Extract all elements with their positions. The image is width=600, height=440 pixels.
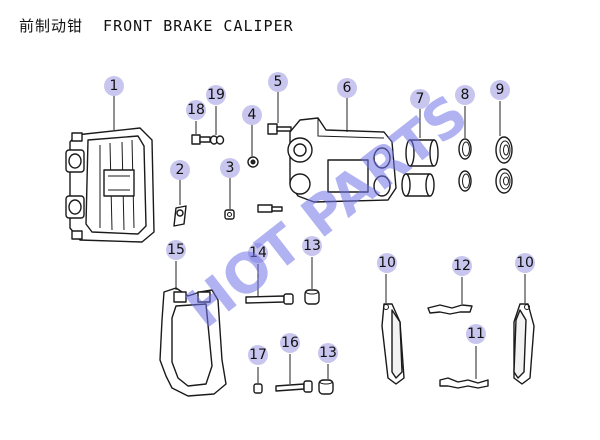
- callout-17[interactable]: 17: [248, 345, 268, 365]
- part-3-nut[interactable]: [224, 209, 235, 220]
- svg-text:1: 1: [110, 78, 119, 94]
- part-13-bushing-upper[interactable]: [304, 289, 320, 305]
- part-12-anti-rattle-clip[interactable]: [427, 304, 473, 315]
- callout-19[interactable]: 19: [206, 85, 226, 105]
- part-5-bolt[interactable]: [267, 123, 292, 135]
- part-7-pistons[interactable]: [401, 139, 439, 197]
- svg-text:11: 11: [467, 326, 485, 342]
- svg-text:3: 3: [226, 160, 235, 176]
- callout-5[interactable]: 5: [268, 72, 288, 92]
- callout-10-left[interactable]: 10: [377, 253, 397, 273]
- svg-text:19: 19: [207, 87, 225, 103]
- callout-16[interactable]: 16: [280, 333, 300, 353]
- callout-2[interactable]: 2: [170, 160, 190, 180]
- callout-4[interactable]: 4: [242, 105, 262, 125]
- svg-text:4: 4: [248, 107, 257, 123]
- svg-text:16: 16: [281, 335, 299, 351]
- part-17-cap[interactable]: [253, 383, 263, 394]
- part-16-pin[interactable]: [275, 380, 313, 393]
- svg-text:2: 2: [176, 162, 185, 178]
- callout-12[interactable]: 12: [452, 256, 472, 276]
- part-18-bleeder-screw[interactable]: [191, 134, 211, 145]
- svg-text:8: 8: [461, 87, 470, 103]
- part-19-bleeder-cap[interactable]: [209, 135, 225, 145]
- part-4-washer[interactable]: [247, 156, 259, 168]
- svg-text:17: 17: [249, 347, 267, 363]
- part-10-brake-pad-right[interactable]: [513, 303, 535, 385]
- callout-11[interactable]: 11: [466, 324, 486, 344]
- callout-15[interactable]: 15: [166, 240, 186, 260]
- svg-text:12: 12: [453, 258, 471, 274]
- svg-text:10: 10: [378, 255, 396, 271]
- page-title: 前制动钳 FRONT BRAKE CALIPER: [19, 17, 294, 35]
- part-10-brake-pad-left[interactable]: [381, 303, 405, 385]
- svg-text:14: 14: [249, 245, 267, 261]
- part-2-guide-bushing[interactable]: [173, 205, 187, 227]
- part-9-dust-boots[interactable]: [495, 136, 513, 194]
- leader-lines: [113, 92, 526, 384]
- callout-9[interactable]: 9: [490, 80, 510, 100]
- svg-text:15: 15: [167, 242, 185, 258]
- svg-text:13: 13: [303, 238, 321, 254]
- svg-text:10: 10: [516, 255, 534, 271]
- callout-3[interactable]: 3: [220, 158, 240, 178]
- part-14-guide-pin[interactable]: [245, 293, 294, 305]
- part-6-caliper-housing[interactable]: [257, 117, 397, 213]
- part-15-caliper-bracket[interactable]: [159, 287, 227, 397]
- callout-8[interactable]: 8: [455, 85, 475, 105]
- callout-13-lower[interactable]: 13: [318, 343, 338, 363]
- callout-14[interactable]: 14: [248, 243, 268, 263]
- svg-text:13: 13: [319, 345, 337, 361]
- part-1-caliper-assembly[interactable]: [65, 127, 155, 243]
- callout-10-right[interactable]: 10: [515, 253, 535, 273]
- svg-text:9: 9: [496, 82, 505, 98]
- svg-text:5: 5: [274, 74, 283, 90]
- svg-text:7: 7: [416, 91, 425, 107]
- svg-text:18: 18: [187, 102, 205, 118]
- callout-18[interactable]: 18: [186, 100, 206, 120]
- part-11-anti-rattle-clip[interactable]: [439, 377, 489, 389]
- part-13-bushing-lower[interactable]: [318, 379, 334, 395]
- callout-1[interactable]: 1: [104, 76, 124, 96]
- callout-7[interactable]: 7: [410, 89, 430, 109]
- part-8-piston-seals[interactable]: [458, 138, 472, 192]
- watermark: HOT PARTS: [174, 82, 479, 340]
- svg-text:6: 6: [343, 80, 352, 96]
- callout-6[interactable]: 6: [337, 78, 357, 98]
- callout-13-upper[interactable]: 13: [302, 236, 322, 256]
